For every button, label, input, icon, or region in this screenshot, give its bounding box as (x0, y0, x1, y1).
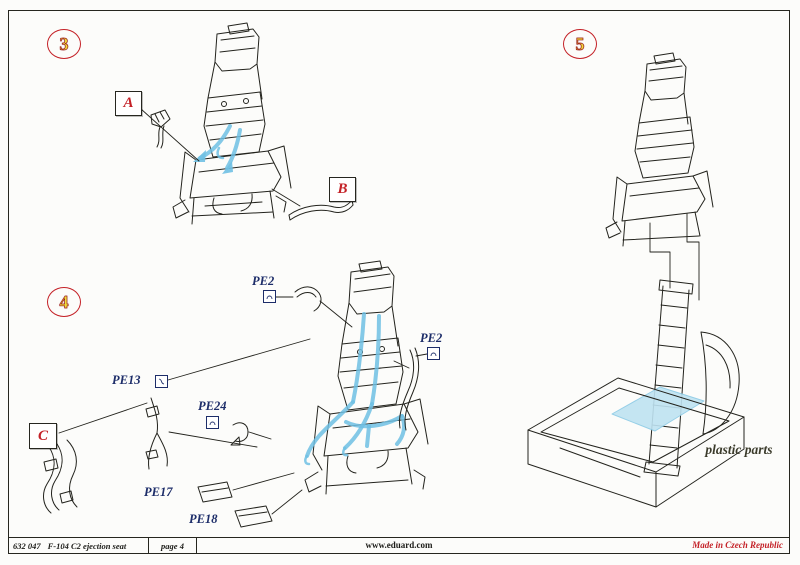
kit-code: 632 047 (13, 541, 41, 551)
pe-bend-icon (209, 421, 216, 426)
pe-bend-icon (430, 352, 437, 357)
pe-bend-icon (266, 295, 273, 300)
step-3-badge: 3 (47, 29, 81, 59)
pe18-label: PE18 (189, 512, 218, 526)
step-5-badge: 5 (563, 29, 597, 59)
part-label-c: C (29, 423, 57, 449)
pe13-label: PE13 (112, 373, 141, 387)
part-label-b: B (329, 177, 356, 202)
pe2-right-label: PE2 (420, 331, 443, 345)
pe17-label: PE17 (144, 485, 173, 499)
part-letter-a: A (123, 95, 134, 111)
kit-name: F-104 C2 ejection seat (47, 541, 127, 551)
made-in-text: Made in Czech Republic (692, 540, 783, 550)
part-label-a: A (115, 91, 142, 116)
footer-bar: 632 047 F-104 C2 ejection seat page 4 ww… (9, 537, 789, 554)
step-3-number: 3 (59, 33, 69, 54)
pe2-right-symbol-box (427, 347, 440, 360)
pe24-symbol-box (206, 416, 219, 429)
page-number: page 4 (161, 541, 184, 551)
part-letter-c: C (37, 427, 48, 444)
pe24-label: PE24 (198, 399, 227, 413)
footer-page-cell: page 4 (149, 538, 197, 554)
pe2-top-label: PE2 (252, 274, 275, 288)
part-letter-b: B (337, 181, 348, 197)
step-5-number: 5 (575, 33, 585, 54)
plastic-parts-note: plastic parts (705, 442, 773, 457)
step-4-number: 4 (59, 291, 69, 312)
pe13-symbol-box (155, 375, 168, 388)
pe2-top-symbol-box (263, 290, 276, 303)
sheet-border-frame (8, 10, 790, 554)
pe-bend-icon (158, 378, 165, 385)
step-4-badge: 4 (47, 287, 81, 317)
website-text: www.eduard.com (365, 540, 433, 550)
footer-kit-cell: 632 047 F-104 C2 ejection seat (9, 538, 149, 554)
